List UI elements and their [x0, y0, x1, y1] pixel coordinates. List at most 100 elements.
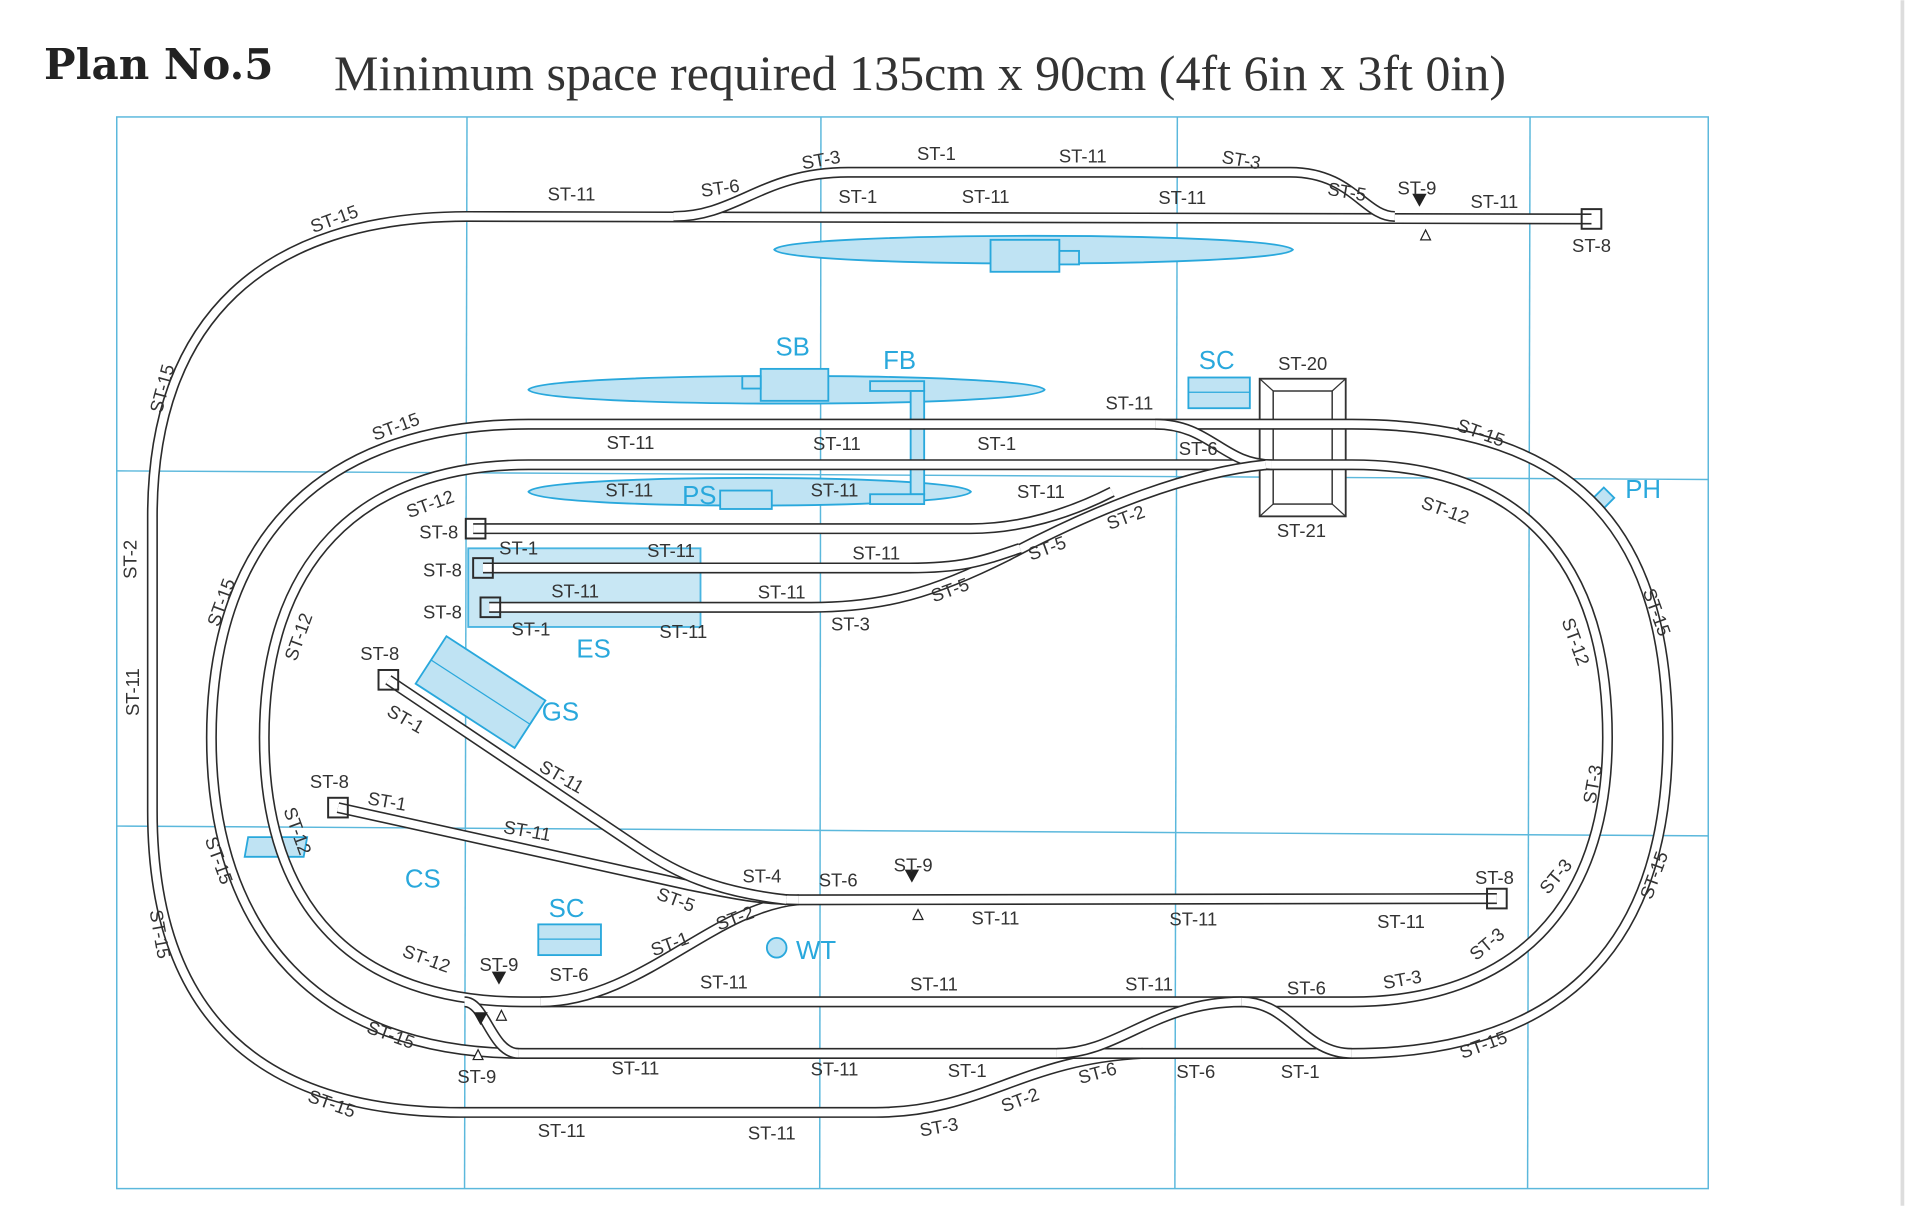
track-piece-label: ST-12: [403, 485, 456, 522]
signal-icon: [472, 1048, 484, 1061]
goods-shed-gs: [414, 634, 547, 750]
track-piece-label: ST-12: [1419, 492, 1472, 529]
track-piece-label: ST-15: [1639, 585, 1676, 638]
track-piece-label: ST-11: [538, 1120, 586, 1141]
track-piece-label: ST-5: [928, 573, 972, 606]
track-piece-label: ST-11: [122, 668, 143, 716]
buffer-stop-icon: [464, 517, 487, 540]
track-piece-label: ST-11: [910, 974, 958, 995]
track-piece-label: ST-21: [1277, 520, 1326, 541]
crossover-left: [463, 996, 520, 1059]
track-piece-label: ST-9: [894, 855, 933, 876]
track-piece-label: ST-11: [605, 480, 653, 501]
buffer-stop-icon: [1580, 208, 1603, 230]
structure-label: ES: [576, 636, 610, 664]
track-piece-label: ST-8: [360, 643, 399, 664]
tracks: [146, 166, 1674, 1118]
track-piece-label: ST-9: [1398, 177, 1437, 198]
track-piece-label: ST-6: [1287, 977, 1326, 998]
plan-subtitle: Minimum space required 135cm x 90cm (4ft…: [334, 45, 1506, 101]
signal-icon: [1412, 193, 1427, 207]
signal-icon: [495, 1009, 508, 1021]
buffer-stop-icon: [377, 668, 400, 691]
track-piece-label: ST-11: [548, 184, 596, 205]
plan-title: Plan No.5: [44, 40, 274, 89]
track-piece-label: ST-11: [1059, 145, 1107, 166]
buffer-stop-icon: [1486, 887, 1508, 910]
track-piece-label: ST-11: [811, 1059, 859, 1080]
track-piece-label: ST-1: [511, 619, 550, 640]
track-piece-label: ST-11: [748, 1122, 796, 1143]
top-passing-loop: [673, 166, 1396, 223]
station-building-top: [989, 238, 1061, 273]
track-piece-label: ST-3: [831, 614, 870, 635]
structure-label: SB: [775, 333, 809, 361]
track-piece-label: ST-11: [700, 971, 748, 992]
buffer-stop-icon: [327, 796, 349, 819]
signal-icon: [904, 869, 920, 883]
track-piece-label: ST-3: [918, 1113, 960, 1140]
track-piece-label: ST-11: [1377, 911, 1425, 932]
track-piece-label: ST-1: [917, 143, 956, 164]
yard-siding-1: [473, 486, 1115, 535]
track-piece-label: ST-11: [1169, 909, 1217, 930]
track-piece-label: ST-11: [962, 186, 1010, 207]
track-piece-label: ST-8: [1475, 867, 1514, 888]
structure-label: PH: [1625, 476, 1661, 504]
inner-loop: [258, 459, 1614, 1008]
signal-icon: [491, 971, 507, 985]
track-piece-label: ST-4: [742, 866, 781, 887]
bridge-st20-st21: [1258, 377, 1347, 518]
track-piece-label: ST-11: [647, 540, 695, 561]
grid: [116, 116, 1709, 1190]
track-piece-label: ST-2: [119, 540, 140, 579]
structure-label: SC: [1199, 347, 1235, 375]
track-piece-label: ST-1: [977, 433, 1016, 454]
signal-icon: [473, 1012, 488, 1026]
track-piece-label: ST-11: [1125, 974, 1173, 995]
buffer-stops: [327, 208, 1603, 910]
building-ps: [719, 489, 773, 510]
track-piece-label: ST-2: [713, 901, 757, 934]
water-tower-wt: [765, 936, 788, 959]
track-piece-label: ST-1: [499, 537, 538, 558]
track-piece-label: ST-6: [819, 869, 858, 890]
signal-icon: [1419, 228, 1432, 241]
track-piece-label: ST-11: [758, 582, 806, 603]
structure-label: WT: [796, 937, 836, 965]
track-piece-label: ST-11: [611, 1057, 659, 1078]
track-piece-label: ST-15: [146, 908, 175, 960]
track-piece-label: ST-11: [551, 580, 599, 601]
structures: [243, 234, 1616, 959]
track-piece-label: ST-11: [1017, 481, 1065, 502]
signal-icon: [912, 908, 924, 921]
buffer-stop-icon: [472, 557, 494, 579]
track-piece-label: ST-9: [480, 954, 519, 975]
track-piece-label: ST-5: [1025, 531, 1069, 564]
crossover-bottom-mid: [1056, 996, 1242, 1059]
track-piece-label: ST-8: [310, 771, 349, 792]
track-piece-label: ST-20: [1278, 353, 1327, 374]
track-piece-label: ST-1: [1281, 1061, 1320, 1082]
track-piece-label: ST-11: [972, 907, 1020, 928]
track-piece-label: ST-11: [1106, 392, 1154, 413]
track-piece-label: ST-8: [423, 560, 462, 581]
buffer-stop-icon: [479, 596, 502, 619]
structure-label: CS: [405, 866, 441, 894]
track-piece-label: ST-11: [1158, 187, 1206, 208]
track-piece-label: ST-8: [419, 521, 458, 542]
track-piece-label: ST-1: [838, 186, 877, 207]
track-piece-label: ST-11: [813, 433, 861, 454]
structure-sc-top: [1187, 376, 1251, 410]
structure-label: GS: [542, 698, 579, 726]
structure-label: SC: [549, 895, 585, 923]
track-piece-label: ST-11: [659, 621, 707, 642]
track-piece-label: ST-6: [1176, 1061, 1215, 1082]
track-piece-label: ST-5: [1326, 178, 1368, 205]
track-piece-label: ST-15: [364, 1016, 417, 1053]
track-piece-label: ST-11: [811, 480, 859, 501]
crossover-bottom-right: [1240, 996, 1353, 1059]
track-piece-label: ST-12: [400, 940, 453, 977]
